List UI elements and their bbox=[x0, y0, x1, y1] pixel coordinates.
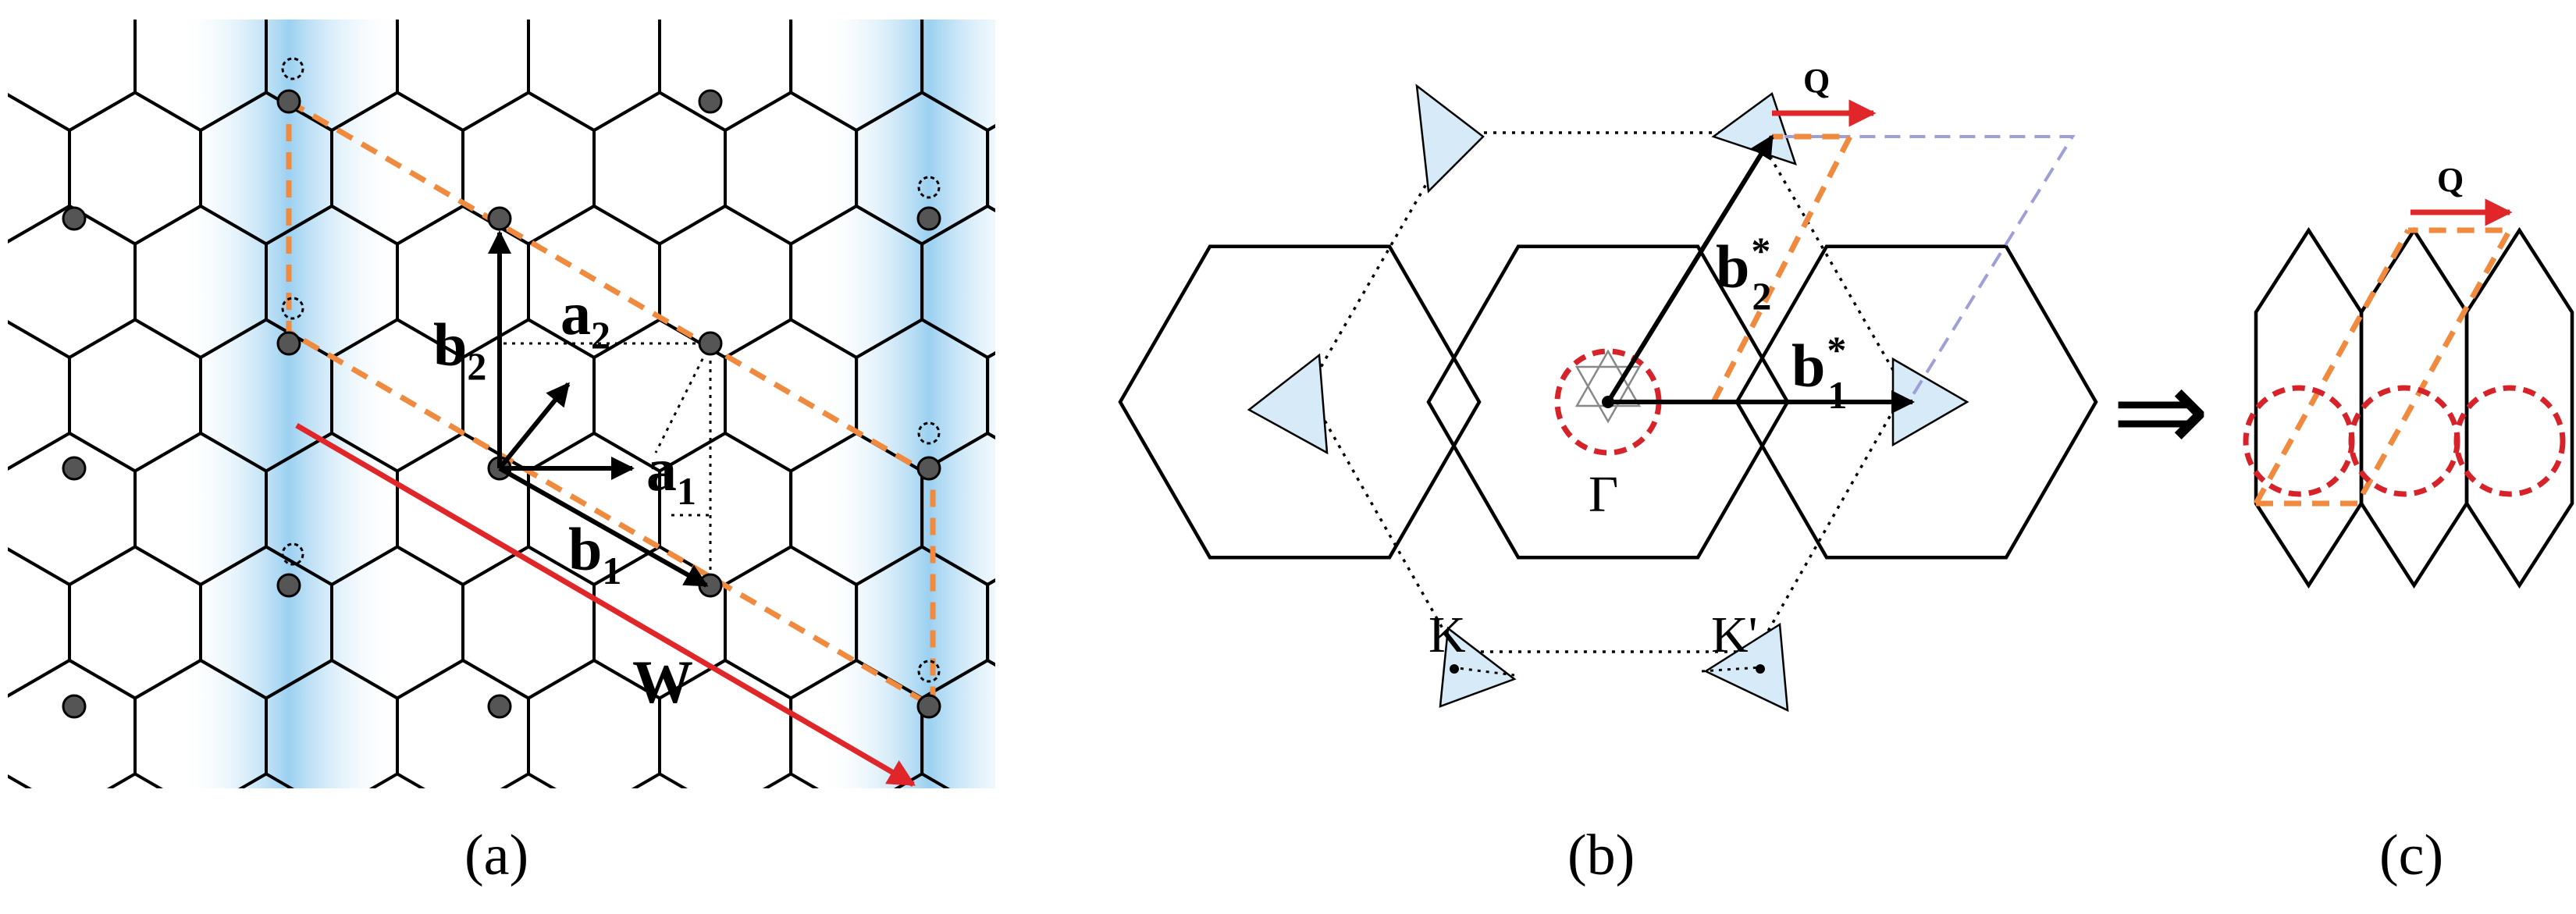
empty-site bbox=[281, 297, 304, 320]
lattice-site bbox=[916, 456, 941, 481]
hex-cell bbox=[0, 660, 4, 812]
hexagon-lattice bbox=[0, 0, 1184, 812]
blue-stripes bbox=[180, 20, 995, 788]
hex-cell bbox=[658, 20, 793, 133]
lattice-site bbox=[276, 89, 301, 114]
lattice-site bbox=[487, 206, 512, 231]
hex-cell bbox=[461, 91, 596, 246]
hex-cell bbox=[8, 93, 71, 244]
lattice-site bbox=[62, 456, 87, 481]
empty-site bbox=[917, 421, 941, 445]
label-Q-c: Q bbox=[2437, 161, 2464, 199]
hex-cell bbox=[986, 350, 995, 440]
reciprocal-vectors bbox=[1606, 134, 1915, 414]
label-a1: a1 bbox=[646, 436, 696, 513]
lattice-site bbox=[698, 331, 723, 356]
hex-cell bbox=[8, 431, 137, 587]
caption-a: (a) bbox=[464, 823, 528, 887]
lattice-sites bbox=[62, 57, 941, 719]
elongated-hexagons bbox=[2254, 226, 2574, 589]
implies-symbol: ⇒ bbox=[2112, 343, 2210, 479]
valley-triangle bbox=[1439, 626, 1517, 708]
b1-arrow bbox=[498, 466, 709, 588]
hex-cell bbox=[986, 578, 995, 667]
empty-site bbox=[281, 57, 304, 80]
label-K: K bbox=[1429, 606, 1466, 663]
lattice-site bbox=[276, 573, 301, 598]
W-arrow bbox=[295, 422, 916, 788]
label-Kprime: K' bbox=[1711, 606, 1758, 663]
hex-cell bbox=[8, 20, 137, 133]
lattice-site bbox=[276, 331, 301, 356]
lattice-vectors bbox=[488, 230, 709, 588]
folded-red-circles bbox=[2243, 385, 2566, 497]
hex-cell bbox=[8, 320, 71, 471]
lattice-site bbox=[62, 694, 87, 719]
hex-cell bbox=[396, 658, 530, 788]
blue-stripe bbox=[820, 20, 995, 788]
panel-b-brillouin-zone: Q b*2 b*1 Γ K K' (b) bbox=[1118, 62, 2098, 887]
b2star-arrow bbox=[1606, 134, 1774, 404]
panel-c-folded-zone: Q (c) bbox=[2243, 161, 2574, 887]
label-b1: b1 bbox=[568, 515, 621, 592]
valley-triangle bbox=[1415, 84, 1485, 194]
lattice-site bbox=[916, 206, 941, 231]
hex-cell bbox=[1053, 660, 1184, 812]
blue-stripe bbox=[180, 20, 398, 788]
hex-cell bbox=[527, 20, 661, 133]
lattice-site bbox=[487, 694, 512, 719]
folded-hexagon bbox=[2464, 226, 2574, 589]
K-point bbox=[1450, 664, 1459, 674]
label-b2star: b*2 bbox=[1716, 229, 1771, 318]
unit-cell-dotted-lines bbox=[503, 342, 712, 585]
bz-hexagon bbox=[1118, 244, 1482, 560]
folded-hexagon bbox=[2359, 226, 2469, 589]
caption-b: (b) bbox=[1567, 823, 1635, 887]
orange-supercell-c bbox=[2256, 227, 2514, 507]
panel-a-real-space-lattice: b2 a2 a1 b1 W (a) bbox=[0, 0, 1184, 887]
hex-cell bbox=[0, 206, 4, 357]
empty-site bbox=[917, 660, 941, 683]
label-Q-b: Q bbox=[1803, 62, 1830, 100]
hex-cell bbox=[396, 20, 530, 133]
bz-hexagon bbox=[1426, 244, 1790, 560]
label-b2: b2 bbox=[433, 311, 486, 388]
hex-cell bbox=[1053, 0, 1184, 130]
vector-labels-a: b2 a2 a1 b1 W bbox=[433, 279, 696, 716]
caption-c: (c) bbox=[2379, 823, 2443, 887]
label-W: W bbox=[632, 648, 693, 716]
valley-triangles bbox=[1247, 84, 1969, 713]
a2-arrow bbox=[497, 382, 571, 470]
valley-triangle bbox=[1711, 91, 1797, 165]
hex-cell bbox=[0, 433, 4, 585]
lattice-site bbox=[916, 694, 941, 719]
lattice-site bbox=[698, 89, 723, 114]
hex-cell bbox=[1053, 433, 1184, 585]
label-b1star: b*1 bbox=[1791, 328, 1847, 417]
orange-supercell-c-left bbox=[2253, 229, 2411, 505]
orange-supercell-b bbox=[1710, 133, 1855, 404]
Kprime-point bbox=[1756, 664, 1765, 674]
lattice-site bbox=[62, 206, 87, 231]
hex-cell bbox=[8, 658, 137, 788]
hex-cell bbox=[658, 204, 793, 360]
hex-cell bbox=[592, 91, 727, 246]
hex-cell bbox=[1053, 206, 1184, 357]
K-dotted bbox=[1451, 666, 1761, 677]
hex-cell bbox=[986, 123, 995, 213]
label-a2: a2 bbox=[560, 279, 610, 357]
empty-site bbox=[281, 542, 304, 566]
valley-triangle bbox=[1247, 353, 1329, 455]
hex-cell bbox=[0, 0, 4, 130]
folded-hexagon bbox=[2254, 226, 2364, 589]
hexagram-at-gamma bbox=[1574, 349, 1642, 424]
empty-site bbox=[917, 176, 941, 199]
label-gamma: Γ bbox=[1589, 466, 1618, 523]
hex-cell bbox=[8, 547, 71, 698]
